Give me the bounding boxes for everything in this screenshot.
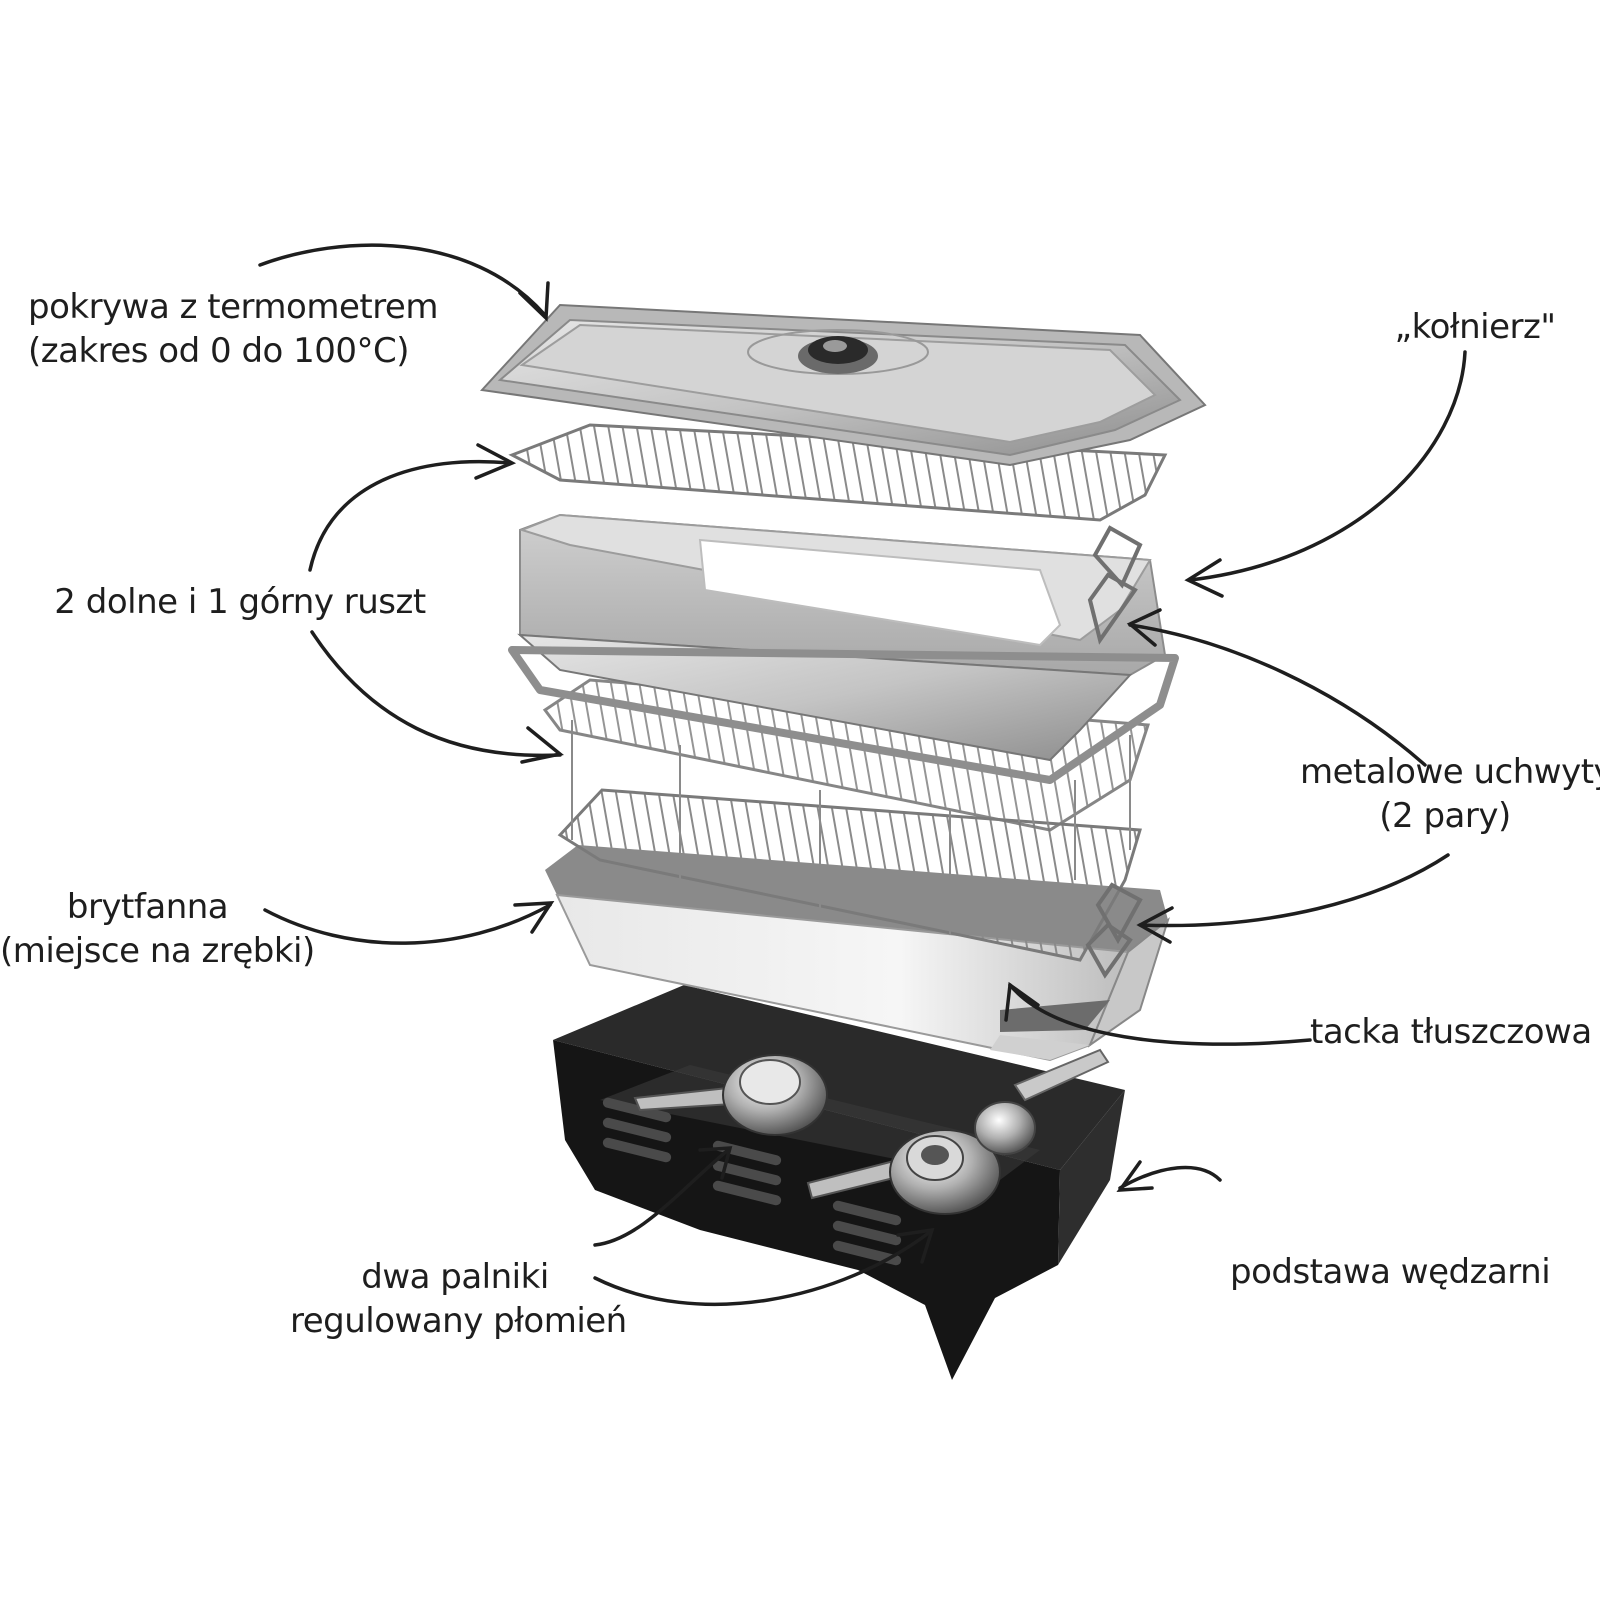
label-lid-line1: pokrywa z termometrem: [28, 287, 438, 327]
label-lid-line2: (zakres od 0 do 100°C): [28, 331, 410, 372]
callout-arrows: [258, 243, 1467, 1307]
arrow-lid: [258, 243, 547, 317]
label-lid: pokrywa z termometrem (zakres od 0 do 10…: [28, 285, 438, 373]
label-burners: dwa palniki regulowany płomień: [290, 1255, 627, 1343]
arrow-handles: [1128, 623, 1427, 767]
arrow-grate-lower: [310, 630, 562, 758]
arrow-burner-1: [593, 1148, 730, 1247]
arrow-burner-2: [593, 1230, 932, 1307]
label-handles-line1: metalowe uchwyty: [1300, 752, 1600, 792]
label-collar: „kołnierz": [1394, 307, 1556, 347]
arrow-pan: [263, 903, 552, 945]
label-pan-line1: brytfanna: [66, 887, 229, 927]
smoker-collar: [508, 513, 1179, 784]
arrow-base: [1118, 1165, 1222, 1190]
base-vent-slots: [602, 1097, 902, 1266]
thermometer-icon: [798, 336, 878, 374]
label-grates: 2 dolne i 1 górny ruszt: [54, 582, 426, 622]
label-handles: metalowe uchwyty (2 pary): [1300, 750, 1600, 838]
label-drip-tray: tacka tłuszczowa: [1310, 1012, 1592, 1052]
arrow-drip-tray: [1008, 983, 1312, 1046]
label-pan: brytfanna (miejsce na zrębki): [0, 885, 315, 973]
label-handles-line2: (2 pary): [1379, 796, 1511, 837]
arrow-collar: [1188, 350, 1467, 582]
arrow-handles-2: [1138, 853, 1450, 928]
smoker-lid: [479, 303, 1207, 467]
burner-2: [806, 1129, 1001, 1215]
burner-1: [633, 1054, 828, 1136]
label-burners-line2: regulowany płomień: [290, 1301, 627, 1342]
label-burners-line1: dwa palniki: [361, 1257, 549, 1297]
metal-handles: [1085, 525, 1143, 979]
arrow-grate-top: [308, 459, 512, 572]
label-base: podstawa wędzarni: [1230, 1252, 1551, 1292]
label-pan-line2: (miejsce na zrębki): [0, 931, 315, 972]
pan-handle-knob: [974, 1048, 1110, 1155]
